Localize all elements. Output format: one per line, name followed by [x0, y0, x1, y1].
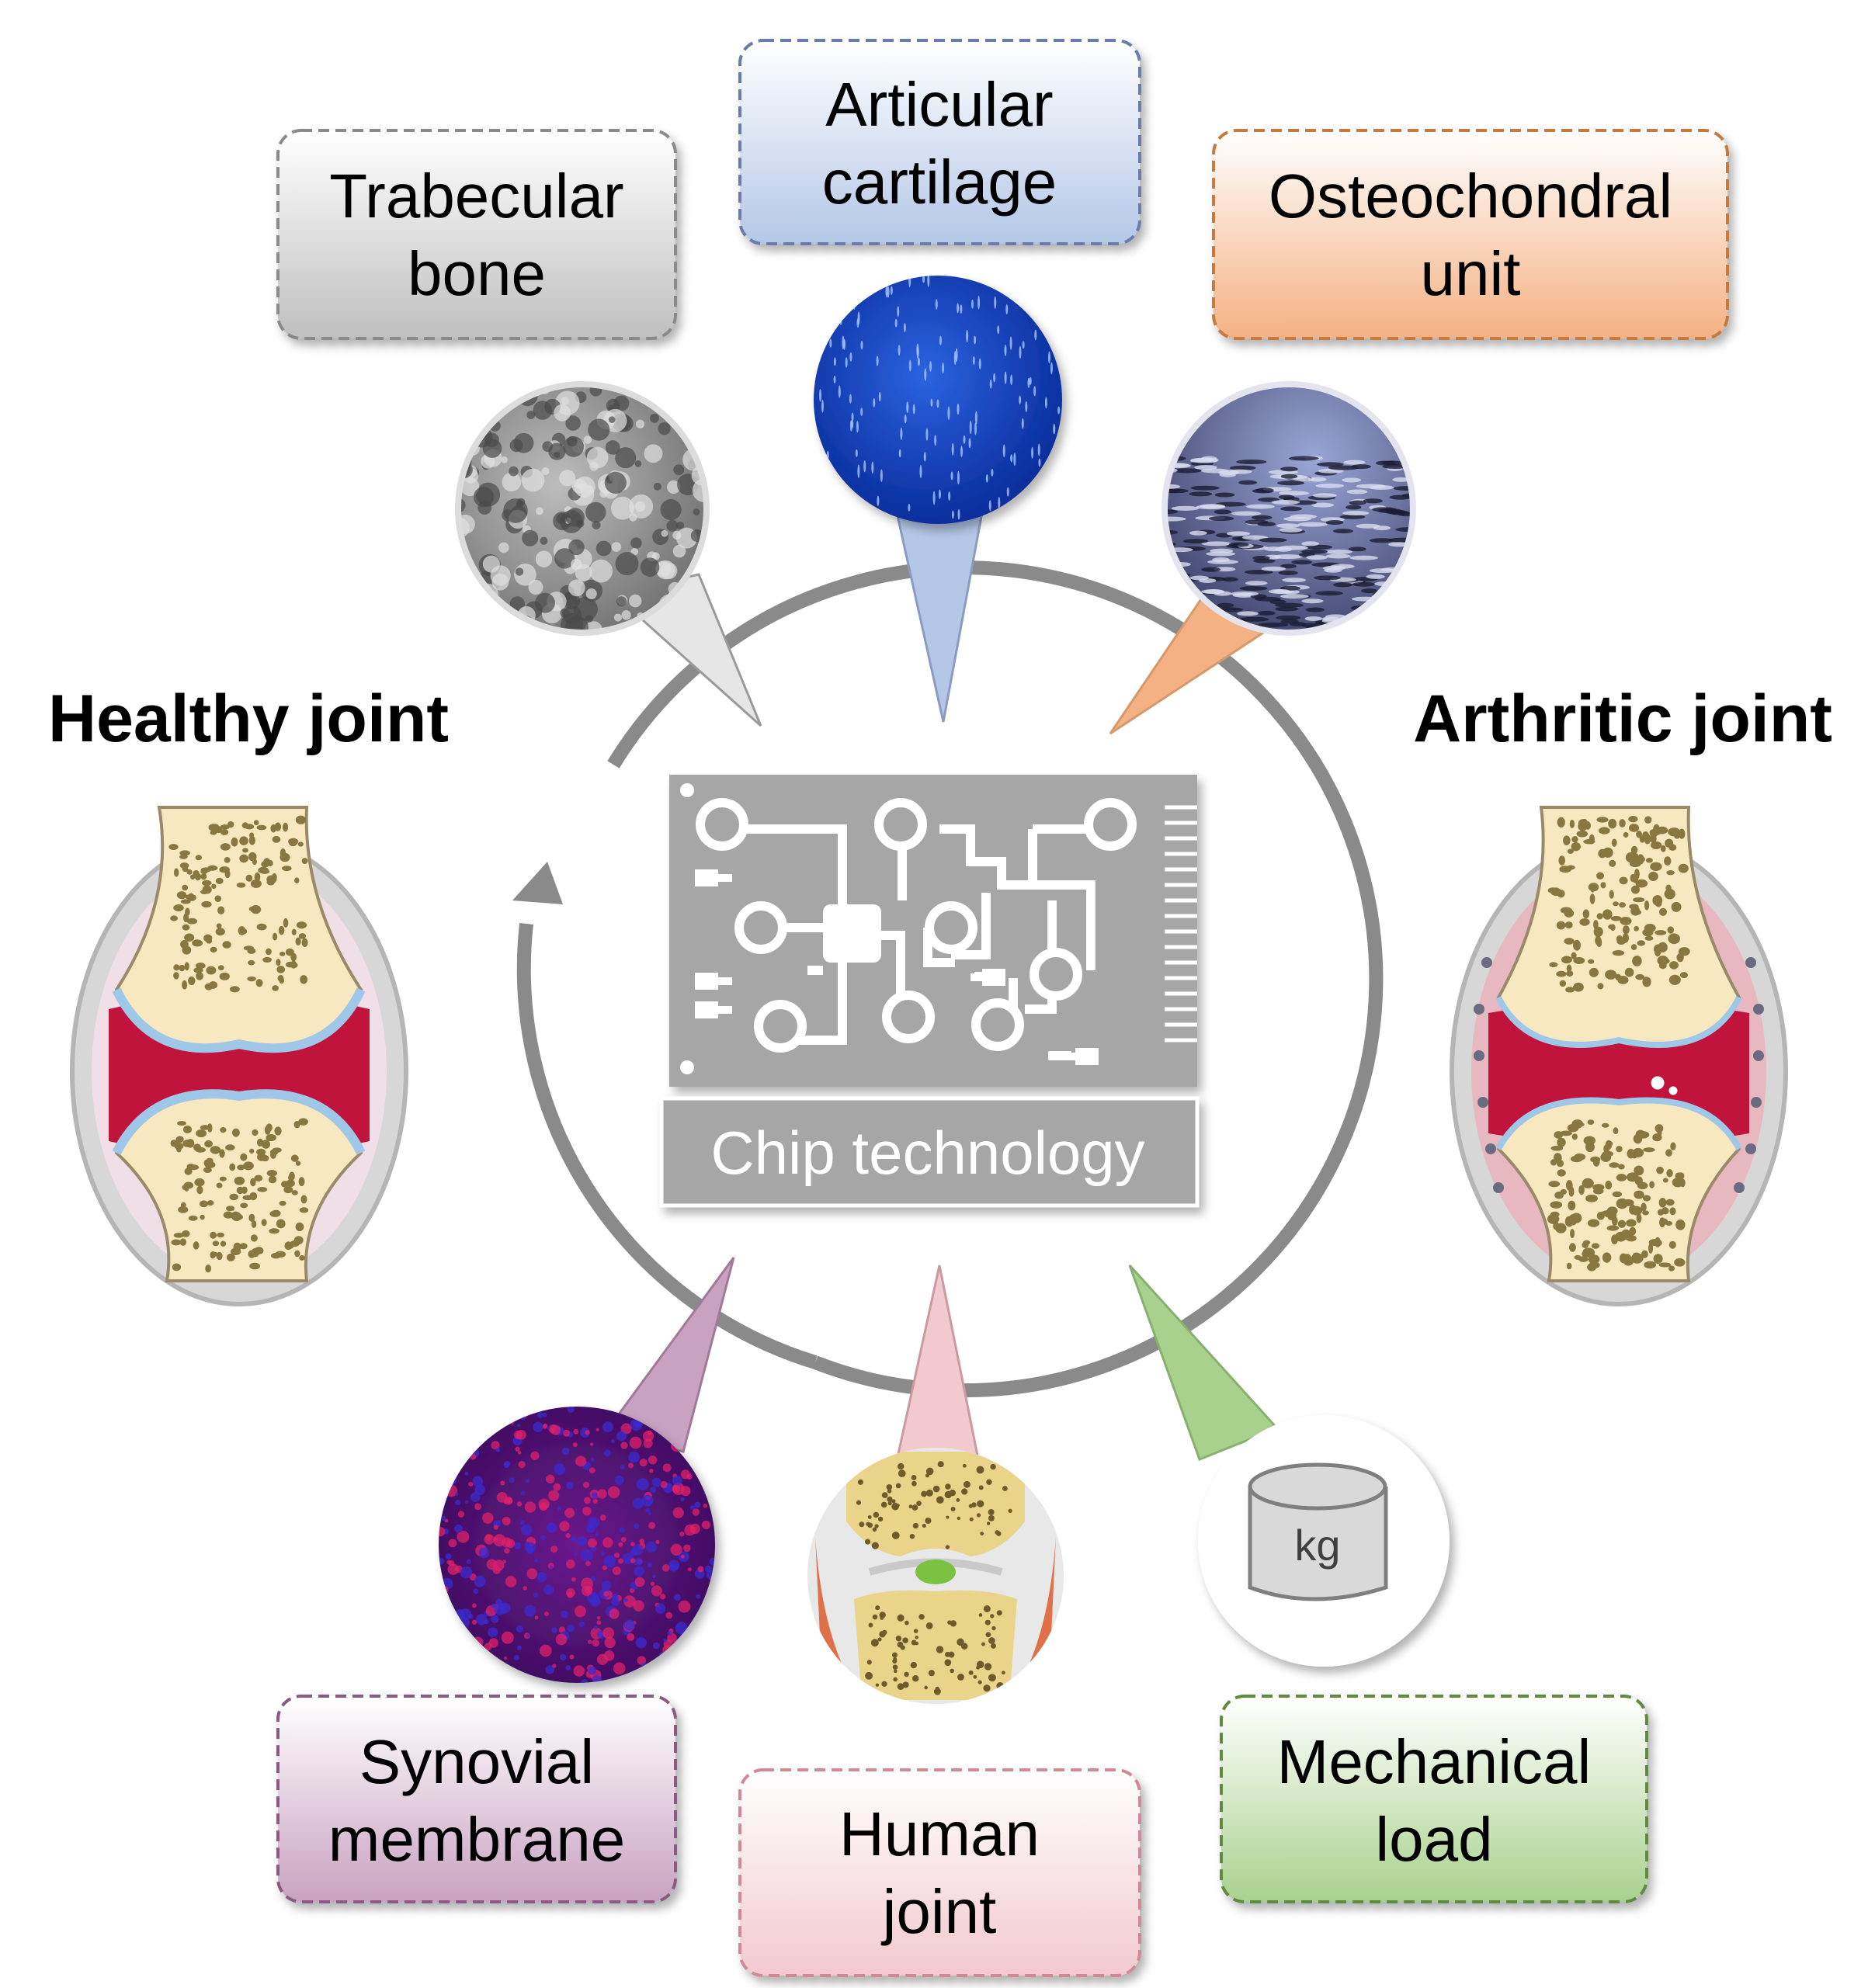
osteochondral-unit-label-line1: Osteochondral [1269, 161, 1672, 231]
cartilage-pointer [895, 511, 984, 723]
trabecular-bone-label-line2: bone [408, 239, 546, 308]
trabecular-bone-image [455, 381, 710, 636]
mechanical-load-box: Mechanical load [1220, 1695, 1648, 1903]
healthy-joint-illustration [70, 806, 408, 1306]
trabecular-bone-box: Trabecular bone [276, 129, 677, 340]
chip-edge-pins [1165, 805, 1197, 1043]
weight-label: kg [1294, 1521, 1340, 1570]
human-joint-box: Human joint [738, 1768, 1141, 1977]
synovial-membrane-box: Synovial membrane [276, 1695, 677, 1903]
cycle-ring [512, 560, 1384, 1398]
human-joint-label-line2: joint [881, 1877, 997, 1946]
articular-cartilage-label-line1: Articular [825, 70, 1053, 139]
synovial-membrane-label-line1: Synovial [359, 1727, 594, 1796]
articular-cartilage-label-line2: cartilage [822, 147, 1057, 217]
chip-icon: Chip technology [659, 775, 1200, 1208]
healthy-joint-title: Healthy joint [48, 682, 449, 756]
weight-icon: kg [1248, 1462, 1388, 1601]
trabecular-bone-label-line1: Trabecular [329, 161, 623, 231]
mechanical-load-image: kg [1198, 1415, 1450, 1667]
synovial-membrane-image [439, 1407, 715, 1683]
synovial-membrane-label-line2: membrane [328, 1805, 625, 1874]
arthritic-joint-illustration [1450, 806, 1788, 1306]
human-joint-image [807, 1448, 1064, 1704]
articular-cartilage-box: Articular cartilage [738, 39, 1141, 245]
chip-label-box [659, 1096, 1200, 1208]
mechanical-pointer [1128, 1264, 1280, 1461]
human-joint-label-line1: Human [839, 1799, 1040, 1868]
osteochondral-unit-box: Osteochondral unit [1212, 129, 1729, 340]
arthritic-joint-title: Arthritic joint [1413, 682, 1832, 756]
articular-cartilage-image [814, 276, 1062, 524]
human-pointer [891, 1265, 984, 1480]
chip-label: Chip technology [710, 1119, 1144, 1187]
osteochondral-unit-label-line2: unit [1421, 239, 1521, 308]
mechanical-load-label-line1: Mechanical [1277, 1727, 1592, 1796]
cycle-arrowhead [512, 862, 563, 904]
osteochondral-unit-image [1161, 381, 1416, 636]
mechanical-load-label-line2: load [1375, 1805, 1492, 1874]
